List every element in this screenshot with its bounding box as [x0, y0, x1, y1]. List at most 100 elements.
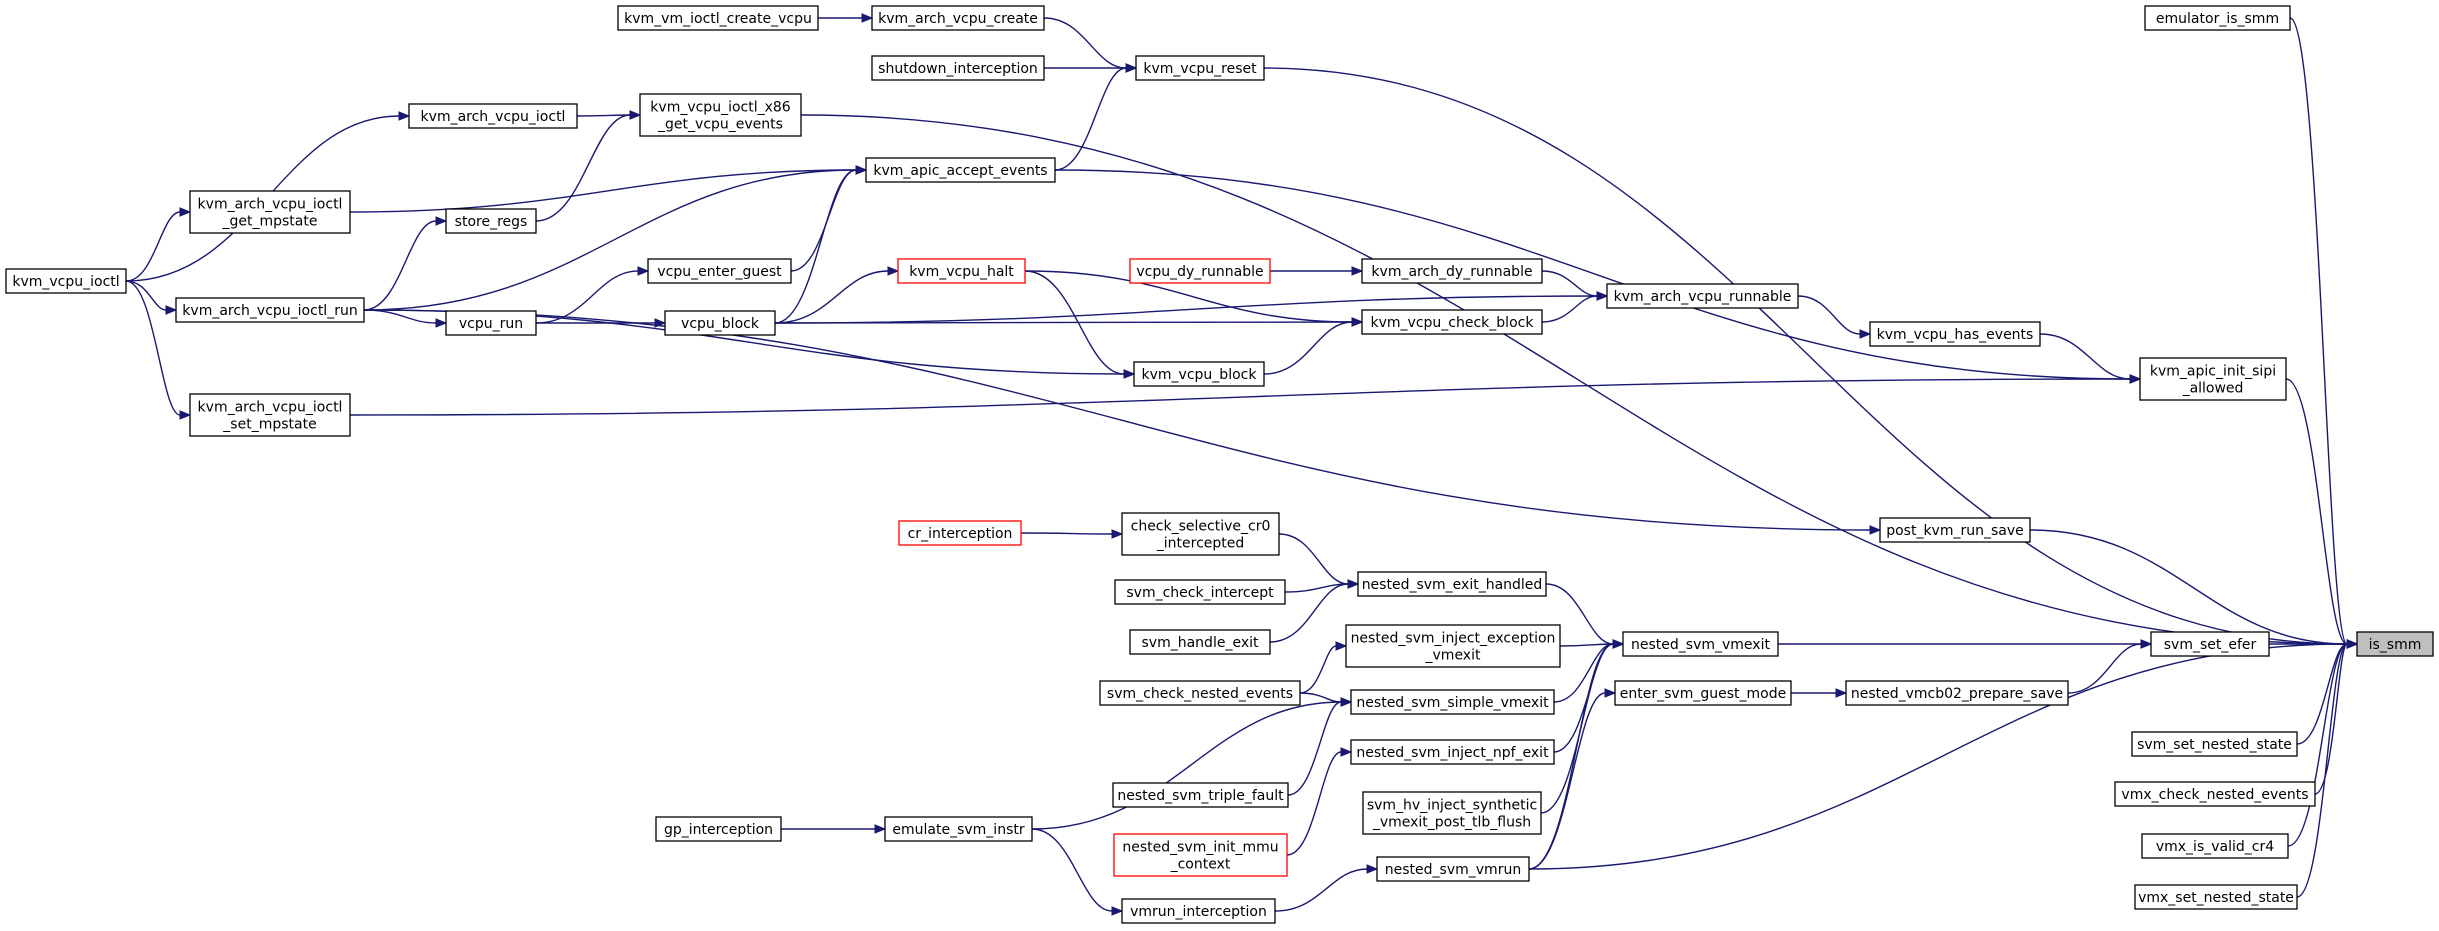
node-vcpu-block[interactable]: vcpu_block: [664, 310, 776, 336]
node-label: kvm_vcpu_check_block: [1371, 315, 1535, 331]
edge-line: [363, 169, 857, 311]
node-box: [2139, 357, 2287, 401]
node-label: nested_svm_exit_handled: [1362, 577, 1543, 593]
node-nested-svm-simple-vmexit[interactable]: nested_svm_simple_vmexit: [1350, 689, 1555, 715]
node-nested-svm-inject-exception-vmexit[interactable]: nested_svm_inject_exception_vmexit: [1345, 624, 1561, 668]
edge-line: [1541, 270, 1598, 297]
node-svm-handle-exit[interactable]: svm_handle_exit: [1129, 629, 1271, 655]
node-box: [1622, 631, 1779, 657]
node-is-smm[interactable]: is_smm: [2356, 631, 2434, 657]
edge-vcpu-dy-runnable-to-kvm-arch-dy-runnable: [1269, 266, 1364, 276]
node-box: [897, 258, 1026, 284]
node-label: emulator_is_smm: [2156, 11, 2279, 27]
node-svm-set-efer[interactable]: svm_set_efer: [2150, 631, 2270, 657]
edge-svm-handle-exit-to-nested-svm-exit-handled: [1269, 579, 1360, 643]
node-nested-svm-triple-fault[interactable]: nested_svm_triple_fault: [1112, 782, 1289, 808]
node-kvm-vm-ioctl-create-vcpu[interactable]: kvm_vm_ioctl_create_vcpu: [617, 5, 819, 31]
node-vmx-set-nested-state[interactable]: vmx_set_nested_state: [2134, 884, 2298, 910]
edge-line: [1299, 645, 1337, 694]
node-nested-vmcb02-prepare-save[interactable]: nested_vmcb02_prepare_save: [1845, 680, 2069, 706]
edge-svm-check-nested-events-to-nested-svm-inject-exception-vmexit: [1299, 641, 1348, 694]
edge-line: [2296, 643, 2348, 898]
node-vmx-is-valid-cr4[interactable]: vmx_is_valid_cr4: [2141, 833, 2289, 859]
edge-kvm-arch-vcpu-runnable-to-kvm-vcpu-has-events: [1797, 295, 1872, 339]
node-label: shutdown_interception: [878, 61, 1038, 77]
node-label: gp_interception: [664, 822, 773, 838]
node-kvm-apic-accept-events[interactable]: kvm_apic_accept_events: [865, 157, 1056, 183]
node-nested-svm-init-mmu-context[interactable]: nested_svm_init_mmu_context: [1113, 833, 1288, 877]
edge-svm-set-nested-state-to-is-smm: [2296, 639, 2359, 745]
edge-line: [1528, 643, 2348, 870]
node-nested-svm-exit-handled[interactable]: nested_svm_exit_handled: [1357, 571, 1547, 597]
node-kvm-arch-vcpu-create[interactable]: kvm_arch_vcpu_create: [871, 5, 1045, 31]
node-vcpu-run[interactable]: vcpu_run: [445, 310, 537, 336]
node-nested-svm-vmexit[interactable]: nested_svm_vmexit: [1622, 631, 1779, 657]
node-shutdown-interception[interactable]: shutdown_interception: [871, 55, 1045, 81]
node-box: [2134, 884, 2298, 910]
node-emulator-is-smm[interactable]: emulator_is_smm: [2144, 5, 2291, 31]
node-kvm-arch-vcpu-ioctl-set-mpstate[interactable]: kvm_arch_vcpu_ioctl_set_mpstate: [189, 393, 351, 437]
node-label: _get_mpstate: [222, 214, 318, 230]
node-box: [1112, 782, 1289, 808]
node-check-selective-cr0-intercepted[interactable]: check_selective_cr0_intercepted: [1121, 512, 1280, 556]
edge-nested-vmcb02-prepare-save-to-svm-set-efer: [2067, 639, 2153, 694]
node-svm-set-nested-state[interactable]: svm_set_nested_state: [2131, 731, 2298, 757]
node-kvm-vcpu-has-events[interactable]: kvm_vcpu_has_events: [1869, 321, 2041, 347]
node-box: [1362, 791, 1542, 835]
edge-line: [1024, 270, 1353, 323]
node-gp-interception[interactable]: gp_interception: [655, 816, 782, 842]
node-vcpu-enter-guest[interactable]: vcpu_enter_guest: [647, 258, 792, 284]
node-vmrun-interception[interactable]: vmrun_interception: [1121, 898, 1276, 924]
node-post-kvm-run-save[interactable]: post_kvm_run_save: [1879, 517, 2031, 543]
node-box: [2141, 833, 2289, 859]
node-store-regs[interactable]: store_regs: [445, 208, 537, 234]
edge-line: [363, 309, 437, 324]
edge-arrowhead: [398, 111, 411, 121]
node-box: [647, 258, 792, 284]
edge-emulate-svm-instr-to-vmrun-interception: [1031, 828, 1124, 916]
node-label: kvm_apic_accept_events: [873, 163, 1047, 179]
node-box: [408, 103, 578, 129]
node-label: cr_interception: [908, 526, 1013, 542]
node-box: [1099, 680, 1301, 706]
node-box: [664, 310, 776, 336]
node-enter-svm-guest-mode[interactable]: enter_svm_guest_mode: [1614, 680, 1792, 706]
node-emulate-svm-instr[interactable]: emulate_svm_instr: [884, 816, 1033, 842]
node-label: svm_set_nested_state: [2137, 737, 2292, 753]
node-label: vcpu_dy_runnable: [1136, 264, 1263, 280]
node-kvm-arch-vcpu-ioctl[interactable]: kvm_arch_vcpu_ioctl: [408, 103, 578, 129]
node-cr-interception[interactable]: cr_interception: [898, 520, 1022, 546]
node-label: _get_vcpu_events: [657, 117, 783, 133]
node-kvm-vcpu-reset[interactable]: kvm_vcpu_reset: [1135, 55, 1265, 81]
node-svm-check-nested-events[interactable]: svm_check_nested_events: [1099, 680, 1301, 706]
edge-line: [1286, 751, 1342, 856]
node-kvm-arch-vcpu-ioctl-get-mpstate[interactable]: kvm_arch_vcpu_ioctl_get_mpstate: [189, 190, 351, 234]
node-label: kvm_arch_vcpu_ioctl: [198, 400, 343, 416]
node-box: [189, 393, 351, 437]
node-nested-svm-inject-npf-exit[interactable]: nested_svm_inject_npf_exit: [1350, 739, 1555, 765]
node-box: [655, 816, 782, 842]
node-kvm-vcpu-halt[interactable]: kvm_vcpu_halt: [897, 258, 1026, 284]
node-label: _vmexit_post_tlb_flush: [1372, 815, 1531, 831]
node-kvm-arch-dy-runnable[interactable]: kvm_arch_dy_runnable: [1361, 258, 1543, 284]
edge-arrowhead: [1596, 291, 1609, 301]
node-svm-check-intercept[interactable]: svm_check_intercept: [1114, 579, 1286, 605]
node-kvm-arch-vcpu-ioctl-run[interactable]: kvm_arch_vcpu_ioctl_run: [175, 297, 365, 323]
node-vmx-check-nested-events[interactable]: vmx_check_nested_events: [2114, 781, 2316, 807]
node-kvm-vcpu-check-block[interactable]: kvm_vcpu_check_block: [1361, 309, 1543, 335]
node-label: nested_svm_triple_fault: [1117, 788, 1284, 804]
node-kvm-apic-init-sipi-allowed[interactable]: kvm_apic_init_sipi_allowed: [2139, 357, 2287, 401]
node-box: [1129, 258, 1271, 284]
node-nested-svm-vmrun[interactable]: nested_svm_vmrun: [1376, 856, 1530, 882]
node-kvm-arch-vcpu-runnable[interactable]: kvm_arch_vcpu_runnable: [1606, 283, 1799, 309]
edge-line: [535, 114, 631, 222]
node-kvm-vcpu-ioctl-x86-get-vcpu-events[interactable]: kvm_vcpu_ioctl_x86_get_vcpu_events: [639, 93, 802, 137]
node-svm-hv-inject-synthetic-vmexit-post-tlb-flush[interactable]: svm_hv_inject_synthetic_vmexit_post_tlb_…: [1362, 791, 1542, 835]
node-vcpu-dy-runnable[interactable]: vcpu_dy_runnable: [1129, 258, 1271, 284]
node-kvm-vcpu-ioctl[interactable]: kvm_vcpu_ioctl: [5, 268, 127, 294]
edge-line: [1287, 701, 1342, 796]
node-box: [1361, 309, 1543, 335]
node-box: [2131, 731, 2298, 757]
node-label: emulate_svm_instr: [892, 822, 1024, 838]
node-kvm-vcpu-block[interactable]: kvm_vcpu_block: [1133, 361, 1265, 387]
